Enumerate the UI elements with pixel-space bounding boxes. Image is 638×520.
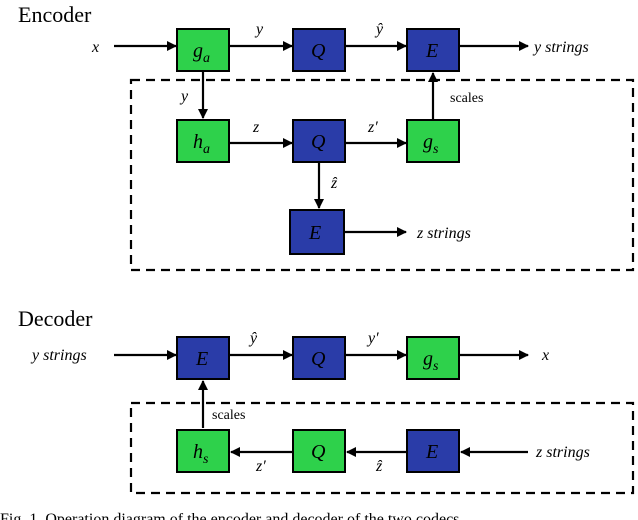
decoder-q2-label: Q (311, 441, 326, 463)
decoder-label-zhat: ẑ (375, 458, 383, 475)
decoder-q2-box (292, 429, 346, 473)
decoder-hs-box (176, 429, 230, 473)
encoder-e2-box (289, 209, 345, 255)
encoder-label-y: y (254, 21, 264, 38)
encoder-ha-label: ha (193, 131, 210, 157)
encoder-label-zhat: ẑ (330, 175, 338, 192)
decoder-output-x: x (541, 347, 549, 364)
encoder-hyperprior-region (129, 78, 635, 272)
decoder-gs-box (406, 336, 460, 380)
decoder-label-scales: scales (212, 408, 245, 423)
encoder-label-z: z (252, 119, 260, 136)
encoder-gs-label: gs (423, 131, 439, 157)
encoder-e1-label: E (425, 40, 438, 62)
encoder-output-y-strings: y strings (532, 39, 589, 56)
decoder-e2-label: E (425, 441, 438, 463)
encoder-q1-box (292, 28, 346, 72)
decoder-label-yprime: y′ (366, 330, 379, 347)
encoder-q1-label: Q (311, 40, 326, 62)
decoder-q1-label: Q (311, 348, 326, 370)
decoder-label-yhat: ŷ (248, 330, 258, 347)
encoder-e2-label: E (308, 222, 321, 244)
encoder-e1-box (406, 28, 460, 72)
decoder-label-zprime: z′ (255, 458, 266, 475)
figure-caption: Fig. 1. Operation diagram of the encoder… (0, 511, 459, 520)
decoder-e1-label: E (195, 348, 208, 370)
decoder-gs-label: gs (423, 348, 439, 374)
decoder-e1-box (176, 336, 230, 380)
encoder-gs-box (406, 119, 460, 163)
encoder-label-scales: scales (450, 91, 483, 106)
decoder-title: Decoder (18, 306, 93, 331)
encoder-label-y-down: y (179, 88, 189, 105)
encoder-ha-box (176, 119, 230, 163)
decoder-hs-label: hs (193, 441, 209, 467)
decoder-hyperprior-region (129, 401, 635, 495)
encoder-input-x: x (91, 39, 99, 56)
decoder-e2-box (406, 429, 460, 473)
decoder-input-z-strings: z strings (535, 444, 590, 461)
encoder-label-yhat: ŷ (374, 21, 384, 38)
encoder-q2-label: Q (311, 131, 326, 153)
decoder-input-y-strings: y strings (30, 347, 87, 364)
decoder-q1-box (292, 336, 346, 380)
encoder-title: Encoder (18, 2, 92, 27)
encoder-output-z-strings: z strings (416, 225, 471, 242)
encoder-label-zprime: z′ (367, 119, 378, 136)
encoder-ga-label: ga (193, 40, 210, 66)
